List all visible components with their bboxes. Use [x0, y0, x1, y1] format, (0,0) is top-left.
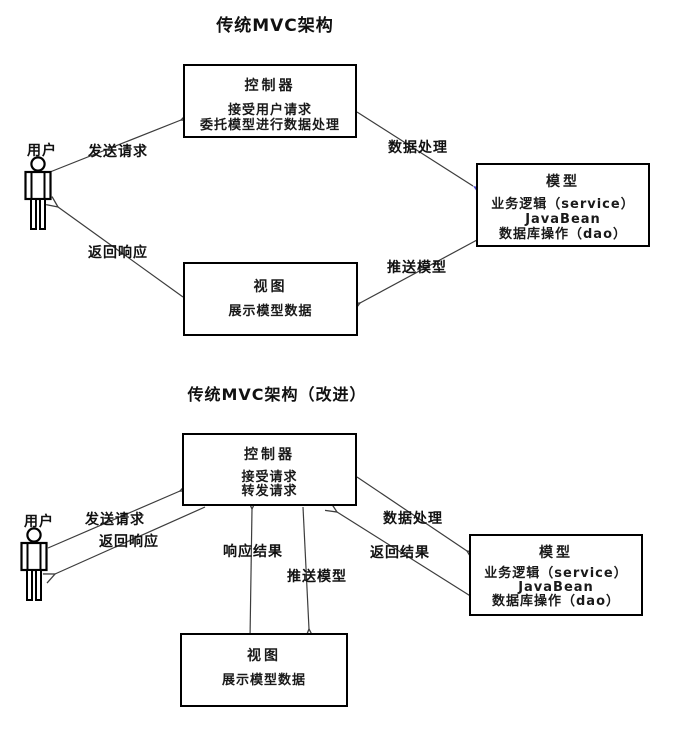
model-box-bottom-line: JavaBean: [518, 580, 594, 595]
user-label-top: 用户: [27, 143, 57, 159]
edge-label-data-processing-bottom: 数据处理: [383, 511, 443, 527]
model-box-top-line: 数据库操作（dao）: [498, 227, 627, 242]
model-box-bottom-line: 数据库操作（dao）: [491, 594, 620, 609]
controller-box-bottom-line: 转发请求: [241, 484, 298, 499]
view-box-top-line: 展示模型数据: [228, 304, 313, 319]
controller-box-top-line: 接受用户请求: [227, 103, 312, 118]
user-label-bottom: 用户: [24, 514, 54, 530]
edge-return-response-line-bottom: [55, 506, 206, 574]
view-box-bottom: 视图 展示模型数据: [180, 633, 348, 707]
edge-label-return-result: 返回结果: [370, 545, 430, 561]
edge-label-data-processing-top: 数据处理: [388, 140, 448, 156]
edge-label-return-response-bottom: 返回响应: [99, 534, 159, 550]
model-box-top-line: 业务逻辑（service）: [491, 197, 635, 212]
view-box-bottom-line: 展示模型数据: [221, 673, 306, 688]
edge-send-request-line-bottom: [47, 491, 180, 549]
edge-send-request-line-top: [49, 120, 181, 173]
edge-label-response-result: 响应结果: [223, 544, 283, 560]
edge-data-processing-line-top: [356, 111, 486, 197]
view-box-top-title: 视图: [253, 279, 288, 295]
user-actor-icon-top: [24, 156, 52, 231]
edge-label-send-request-bottom: 发送请求: [85, 512, 145, 528]
user-actor-icon-bottom: [20, 527, 48, 602]
diagram-title-top: 传统MVC架构: [216, 16, 334, 36]
diagram-title-bottom: 传统MVC架构（改进）: [187, 385, 367, 404]
view-box-top: 视图 展示模型数据: [183, 262, 358, 336]
controller-box-bottom-title: 控制器: [244, 447, 295, 463]
edge-label-push-model-bottom: 推送模型: [287, 569, 347, 585]
edge-push-model-line-bottom: [302, 506, 309, 629]
model-box-bottom-title: 模型: [539, 545, 573, 561]
edge-return-result-line: [337, 512, 473, 598]
edge-return-response-line-top: [58, 207, 184, 298]
controller-box-bottom: 控制器 接受请求 转发请求: [182, 433, 357, 506]
edge-label-return-response-top: 返回响应: [88, 245, 148, 261]
model-box-top: 模型 业务逻辑（service） JavaBean 数据库操作（dao）: [476, 163, 650, 247]
model-box-bottom: 模型 业务逻辑（service） JavaBean 数据库操作（dao）: [469, 534, 643, 616]
model-box-bottom-line: 业务逻辑（service）: [484, 566, 628, 581]
edge-label-send-request-top: 发送请求: [88, 144, 148, 160]
view-box-bottom-title: 视图: [247, 648, 281, 664]
controller-box-top-title: 控制器: [244, 78, 296, 94]
edge-label-push-model-top: 推送模型: [387, 260, 447, 276]
edge-push-model-line-top: [360, 239, 478, 303]
controller-box-top: 控制器 接受用户请求 委托模型进行数据处理: [183, 64, 357, 138]
edge-response-result-line: [250, 509, 252, 640]
edge-data-processing-line-bottom: [356, 476, 467, 551]
controller-box-top-line: 委托模型进行数据处理: [199, 118, 340, 133]
model-box-top-title: 模型: [546, 174, 580, 190]
controller-box-bottom-line: 接受请求: [241, 470, 298, 485]
model-box-top-line: JavaBean: [525, 212, 601, 227]
